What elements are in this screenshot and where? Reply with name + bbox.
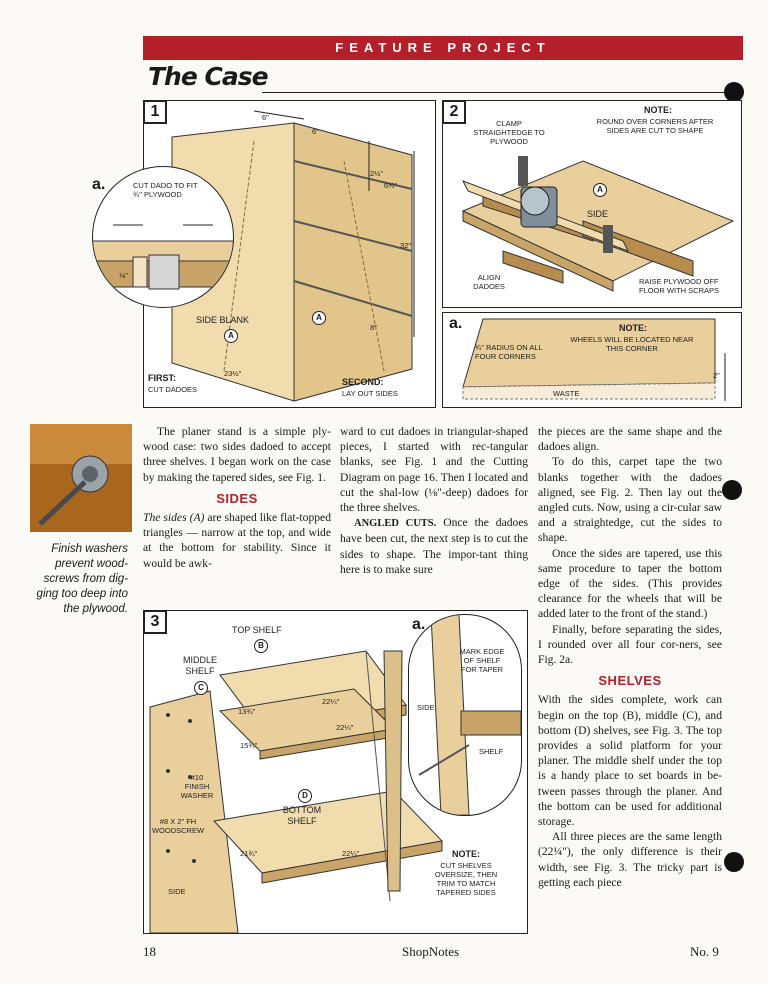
section-heading-shelves: SHELVES bbox=[598, 673, 662, 689]
dim-label: 13¾" bbox=[238, 707, 256, 716]
paragraph: All three pieces are the same length (22… bbox=[538, 830, 722, 889]
figure-3-drawing bbox=[149, 650, 444, 933]
mark-label: MARK EDGE OF SHELF FOR TAPER bbox=[459, 647, 505, 674]
page-number: 18 bbox=[143, 944, 156, 959]
screw-label: #8 x 2" Fh WOODSCREW bbox=[151, 817, 205, 835]
part-b-marker: B bbox=[254, 639, 268, 653]
issue-number: No. 9 bbox=[690, 944, 719, 959]
figure-2-number: 2 bbox=[443, 101, 466, 124]
dim-label: 32" bbox=[400, 241, 412, 250]
dim-label: 2½" bbox=[370, 169, 384, 178]
part-a-marker: A bbox=[312, 311, 326, 325]
second-step-title: SECOND: bbox=[342, 377, 384, 387]
figure-3a-letter: a. bbox=[412, 616, 426, 633]
note-text: CUT SHELVES OVERSIZE, THEN TRIM TO MATCH… bbox=[434, 861, 498, 897]
part-a-marker: A bbox=[224, 329, 238, 343]
column-2: ward to cut dadoes in triangular-shaped … bbox=[340, 424, 528, 577]
part-c-marker: C bbox=[194, 681, 208, 695]
dim-label: 6" bbox=[262, 113, 269, 122]
note-title: NOTE: bbox=[452, 849, 480, 859]
figure-2a-letter: a. bbox=[449, 315, 463, 332]
section-heading-sides: SIDES bbox=[216, 490, 258, 506]
note-title: NOTE: bbox=[644, 105, 672, 115]
paragraph: the pieces are the same shape and the da… bbox=[538, 425, 722, 454]
dim-label: ⅛" bbox=[119, 271, 128, 280]
note-text: ROUND OVER CORNERS AFTER SIDES ARE CUT T… bbox=[596, 117, 714, 135]
bullet-dot bbox=[724, 82, 744, 102]
dim-label: 22¼" bbox=[322, 697, 340, 706]
waste-label: WASTE bbox=[553, 389, 580, 398]
page-title: The Case bbox=[148, 62, 269, 91]
dim-label: 6" bbox=[312, 127, 319, 136]
dim-label: 2" bbox=[713, 371, 720, 380]
figure-1a-detail: CUT DADO TO FIT ¾" PLYWOOD ⅛" bbox=[92, 166, 234, 308]
paragraph: Once the sides are tapered, use this sam… bbox=[538, 546, 722, 621]
washer-label: #10 FINISH WASHER bbox=[180, 773, 214, 800]
dim-label: 22¼" bbox=[342, 849, 360, 858]
note-text: WHEELS WILL BE LOCATED NEAR THIS CORNER bbox=[570, 335, 694, 353]
side-label: SIDE bbox=[168, 887, 186, 896]
paragraph: The planer stand is a simple ply-wood ca… bbox=[143, 425, 331, 484]
part-a-marker: A bbox=[593, 183, 607, 197]
detail-side-label: SIDE bbox=[417, 703, 435, 712]
figure-2-drawing bbox=[461, 156, 735, 292]
figure-3a-detail: MARK EDGE OF SHELF FOR TAPER SIDE SHELF bbox=[408, 614, 522, 816]
raise-label: RAISE PLYWOOD OFF FLOOR WITH SCRAPS bbox=[639, 277, 720, 295]
side-blank-label: SIDE BLANK bbox=[196, 315, 250, 325]
first-step-text: CUT DADOES bbox=[148, 385, 198, 394]
paragraph: The sides (A) are shaped like flat-toppe… bbox=[143, 511, 331, 570]
figure-1a-letter: a. bbox=[92, 176, 106, 193]
figure-3a-drawing bbox=[418, 615, 521, 815]
paragraph: ANGLED CUTS. Once the dadoes have been c… bbox=[340, 516, 529, 576]
figure-2a-drawing bbox=[462, 318, 726, 401]
detail-shelf-label: SHELF bbox=[479, 747, 504, 756]
second-step-text: LAY OUT SIDES bbox=[342, 389, 398, 398]
bottom-shelf-label: BOTTOM SHELF bbox=[282, 805, 322, 826]
align-label: ALIGN DADOES bbox=[473, 273, 505, 291]
figure-1a-drawing bbox=[93, 224, 233, 290]
dim-label: 8" bbox=[370, 323, 377, 332]
paragraph: With the sides complete, work can begin … bbox=[538, 693, 722, 829]
middle-shelf-label: MIDDLE SHELF bbox=[182, 655, 217, 676]
figure-1: 1 6" 6" 2½" 6¾" 32" 8" 23½" SIDE BLANK A… bbox=[143, 100, 436, 408]
washer-photo-drawing bbox=[30, 424, 132, 532]
paragraph: To do this, carpet tape the two blanks t… bbox=[538, 455, 722, 545]
figure-2a: a. NOTE: WHEELS WILL BE LOCATED NEAR THI… bbox=[442, 312, 742, 408]
photo-caption: Finish washers prevent wood-screws from … bbox=[36, 543, 128, 615]
dim-label: 23½" bbox=[224, 369, 242, 378]
run-in-head: ANGLED CUTS. bbox=[354, 518, 437, 530]
figure-3-number: 3 bbox=[144, 611, 167, 634]
dim-label: 21¾" bbox=[240, 849, 258, 858]
figure-2: 2 CLAMP STRAIGHTEDGE TO PLYWOOD NOTE: RO… bbox=[442, 100, 742, 308]
figure-1-number: 1 bbox=[144, 101, 167, 124]
feature-banner: FEATURE PROJECT bbox=[143, 36, 743, 60]
bullet-dot bbox=[724, 852, 744, 872]
washer-photo bbox=[30, 424, 132, 532]
note-title: NOTE: bbox=[619, 323, 647, 333]
part-d-marker: D bbox=[298, 789, 312, 803]
radius-label: ¾" RADIUS ON ALL FOUR CORNERS bbox=[475, 343, 543, 361]
top-shelf-label: TOP SHELF bbox=[232, 625, 282, 635]
dim-label: 22¼" bbox=[336, 723, 354, 732]
detail-label: CUT DADO TO FIT ¾" PLYWOOD bbox=[133, 181, 198, 199]
paragraph: Finally, before separating the sides, I … bbox=[538, 622, 722, 667]
column-1: The planer stand is a simple ply-wood ca… bbox=[143, 424, 331, 571]
bullet-dot bbox=[722, 480, 742, 500]
clamp-label: CLAMP STRAIGHTEDGE TO PLYWOOD bbox=[473, 119, 545, 146]
dim-label: 15¾" bbox=[240, 741, 258, 750]
paragraph: ward to cut dadoes in triangular-shaped … bbox=[340, 425, 528, 515]
dim-label: 6¾" bbox=[384, 181, 398, 190]
side-label: SIDE bbox=[587, 209, 609, 219]
title-rule bbox=[262, 92, 734, 93]
column-3: the pieces are the same shape and the da… bbox=[538, 424, 722, 890]
part-ref: The sides (A) bbox=[143, 511, 205, 525]
magazine-name: ShopNotes bbox=[402, 944, 460, 959]
first-step-title: FIRST: bbox=[148, 373, 176, 383]
